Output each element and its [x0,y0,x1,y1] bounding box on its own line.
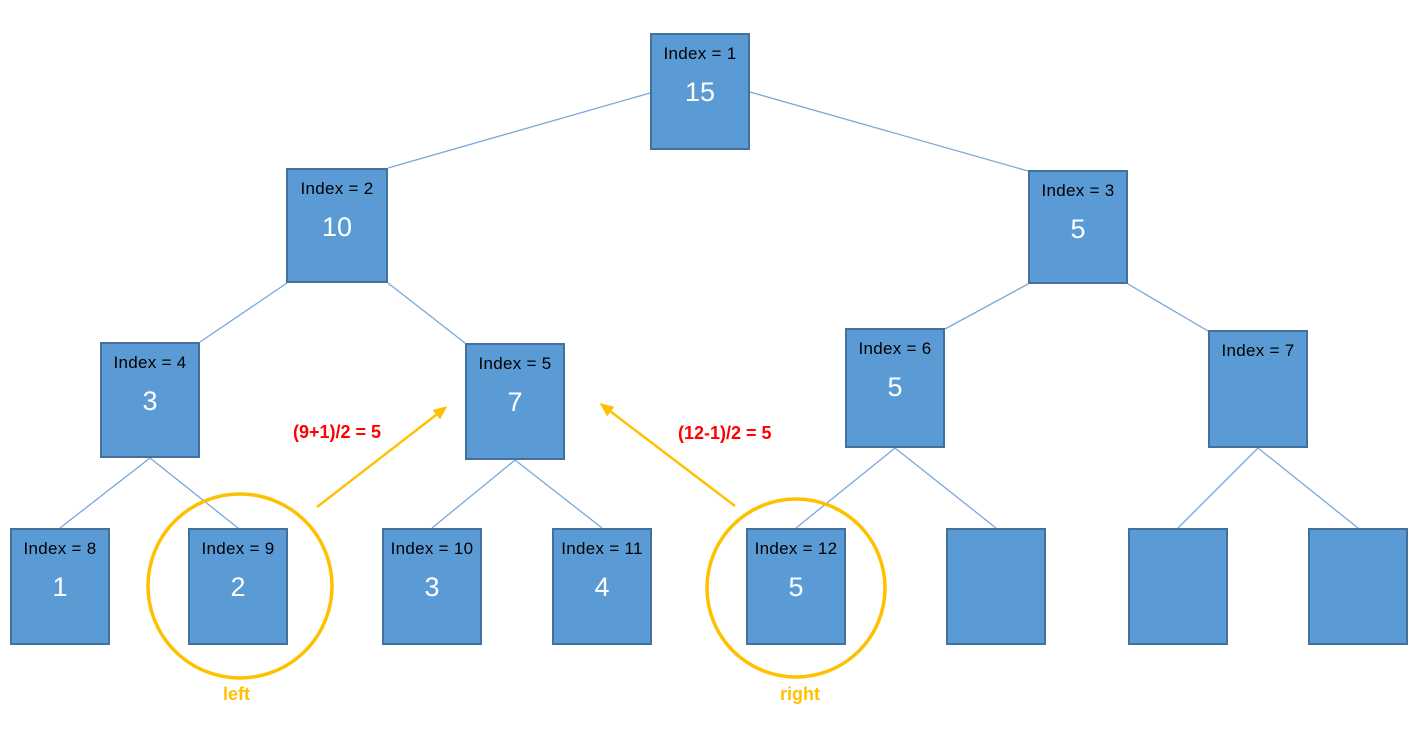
node-index-label: Index = 4 [113,353,187,372]
tree-edges [59,91,1359,529]
tree-edge [894,447,997,529]
tree-node-4: Index = 4 3 [100,342,200,458]
node-index-label: Index = 10 [390,539,474,558]
node-index-label: Index = 6 [858,339,932,358]
node-value: 15 [684,77,716,107]
tree-node-10: Index = 10 3 [382,528,482,645]
node-index-label: Index = 1 [663,44,737,63]
node-index-label: Index = 12 [754,539,838,558]
node-index-label: Index = 5 [478,354,552,373]
node-value: 3 [424,572,440,602]
tree-node-8: Index = 8 1 [10,528,110,645]
node-value: 10 [321,212,353,242]
node-index-label: Index = 8 [23,539,97,558]
tree-edge [1177,447,1259,529]
tree-node-7: Index = 7 [1208,330,1308,448]
node-value: 4 [594,572,610,602]
right-arrow [599,403,736,507]
tree-edge [199,282,288,343]
annotation-right-label: right [780,684,820,704]
node-index-label: Index = 11 [561,539,643,558]
node-value: 1 [52,572,68,602]
node-value: 5 [887,372,903,402]
tree-edge [1127,283,1209,332]
node-value: 5 [788,572,804,602]
node-index-label: Index = 2 [300,179,374,198]
tree-edge [749,91,1029,172]
tree-node-12: Index = 12 5 [746,528,846,645]
tree-edge [59,457,151,529]
tree-node-13 [946,528,1046,645]
tree-edge [944,283,1029,330]
tree-node-15 [1308,528,1408,645]
tree-edge [387,282,466,344]
tree-edge [149,457,239,529]
tree-edge [387,92,651,169]
tree-node-5: Index = 5 7 [465,343,565,460]
tree-node-11: Index = 11 4 [552,528,652,645]
tree-node-14 [1128,528,1228,645]
tree-edge [1257,447,1359,529]
annotation-left-label: left [223,684,250,704]
tree-node-1: Index = 1 15 [650,33,750,150]
node-index-label: Index = 7 [1221,341,1295,360]
node-value: 2 [230,572,246,602]
node-index-label: Index = 9 [201,539,275,558]
annotation-left-formula: (9+1)/2 = 5 [293,422,382,442]
node-index-label: Index = 3 [1041,181,1115,200]
tree-node-9: Index = 9 2 [188,528,288,645]
node-value: 3 [142,386,158,416]
tree-node-2: Index = 2 10 [286,168,388,283]
node-value: 7 [507,387,523,417]
tree-node-3: Index = 3 5 [1028,170,1128,284]
tree-edge [795,447,896,529]
tree-edge [514,459,603,529]
node-value: 5 [1070,214,1086,244]
tree-edge [431,459,516,529]
annotation-right-formula: (12-1)/2 = 5 [678,423,772,443]
tree-node-6: Index = 6 5 [845,328,945,448]
